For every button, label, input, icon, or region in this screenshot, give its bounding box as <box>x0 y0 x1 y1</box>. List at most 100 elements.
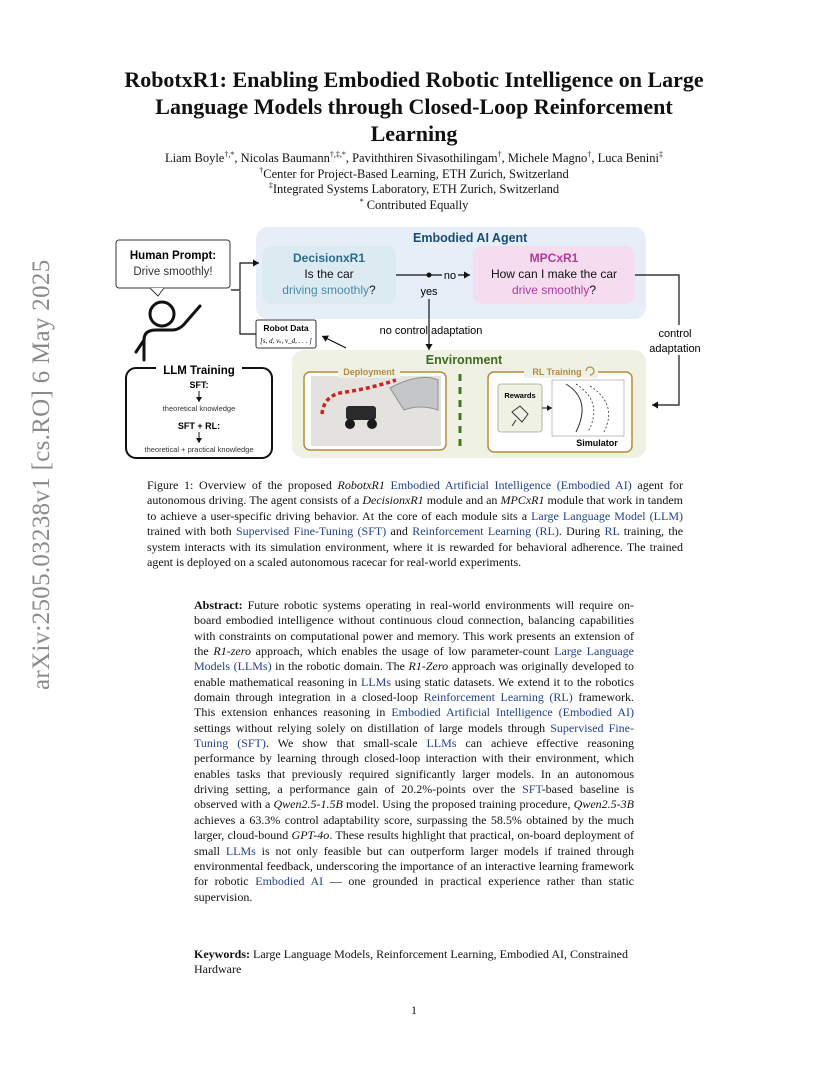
page-number: 1 <box>411 1003 417 1017</box>
acronym-link-sft[interactable]: SFT <box>522 782 542 797</box>
control-label-2: adaptation <box>649 343 700 355</box>
caption-decisionxr1: DecisionxR1 <box>362 493 424 508</box>
keywords-text: Large Language Models, Reinforcement Lea… <box>194 947 628 977</box>
acronym-link-sft[interactable]: Supervised Fine-Tuning (SFT) <box>194 720 634 751</box>
title-line-2: Language Models through Closed-Loop Rein… <box>155 94 673 119</box>
person-icon <box>134 300 202 362</box>
sft-label: SFT: <box>190 380 209 390</box>
caption-text: module that work in tandem to achieve a … <box>147 493 683 523</box>
abstract-text: model. Using the proposed training proce… <box>342 797 574 812</box>
robot-data-arrow-up <box>239 291 256 335</box>
no-control-label: no control adaptation <box>380 325 483 337</box>
caption-text: . During <box>558 524 605 539</box>
caption-text: training, the system interacts with its … <box>147 524 684 570</box>
abstract-text: approach, which enables the usage of low… <box>250 644 555 659</box>
affiliation-text: Integrated Systems Laboratory, ETH Zuric… <box>272 182 560 196</box>
caption-robotxr1: RobotxR1 <box>337 478 385 492</box>
abstract-italic: Qwen2.5-3B <box>573 797 634 812</box>
deployment-label: Deployment <box>343 367 395 377</box>
robot-data-arrow-in <box>321 335 347 349</box>
mpc-line-1: How can I make the car <box>491 267 617 281</box>
author-list: Liam Boyle†,*, Nicolas Baumann†,‡,*, Pav… <box>164 149 664 165</box>
simulator-view <box>551 379 625 437</box>
abstract-text: . We show that small-scale <box>265 736 427 751</box>
figure-1-diagram: Embodied AI Agent DecisionxR1 Is the car… <box>115 227 710 459</box>
acronym-link-rl[interactable]: RL <box>604 524 620 539</box>
acronym-link-llms[interactable]: Large Language Models (LLMs) <box>194 644 634 674</box>
abstract-text: Future robotic systems operating in real… <box>194 598 634 659</box>
author-name: Paviththiren Sivasothilingam <box>352 151 498 165</box>
branch-dot <box>426 272 432 278</box>
acronym-link-llms[interactable]: LLMs <box>361 674 391 689</box>
reward-hand-icon <box>511 405 529 427</box>
caption-text: trained with both <box>147 524 236 539</box>
affiliation-1: †Center for Project-Based Learning, ETH … <box>60 166 768 183</box>
abstract: Abstract: Future robotic systems operati… <box>194 598 634 905</box>
track-line <box>575 383 595 433</box>
track-line <box>589 385 609 433</box>
keywords-label: Keywords: <box>194 947 250 961</box>
acronym-link-sft[interactable]: Supervised Fine-Tuning (SFT) <box>235 524 387 539</box>
mpc-module <box>473 246 635 304</box>
acronym-link-embodied-ai[interactable]: Embodied Artificial Intelligence (Embodi… <box>391 705 634 720</box>
decision-line-1: Is the car <box>304 267 353 281</box>
speech-tail <box>149 287 165 297</box>
decision-line-2: driving smoothly? <box>282 283 376 297</box>
author-mark: † <box>497 149 502 159</box>
prompt-arrow <box>231 259 259 291</box>
author-mark: †,‡,* <box>329 149 346 159</box>
simulator-label: Simulator <box>576 438 618 448</box>
mpc-smoothly: smoothly <box>541 283 589 297</box>
author-name: Michele Magno <box>507 151 588 165</box>
human-prompt-text: Drive smoothly! <box>133 266 212 278</box>
control-label-1: control <box>658 328 691 340</box>
acronym-link-embodied-ai[interactable]: Embodied Artificial Intelligence (Embodi… <box>390 478 632 492</box>
author-name: Liam Boyle <box>164 151 225 165</box>
note-mark: * <box>359 196 364 206</box>
abstract-italic: GPT-4o <box>291 828 330 843</box>
caption-text: module and an <box>423 493 501 508</box>
author-block: Liam Boyle†,*, Nicolas Baumann†,‡,*, Pav… <box>60 149 768 214</box>
caption-text: Figure 1: Overview of the proposed <box>147 478 338 492</box>
abstract-label: Abstract: <box>194 598 243 612</box>
racecar-body <box>346 406 376 420</box>
abstract-text: -based baseline is observed with a <box>194 782 634 812</box>
acronym-link-rl[interactable]: Reinforcement Learning (RL) <box>423 690 573 705</box>
decision-word: driving <box>282 283 321 297</box>
author-mark: †,* <box>224 149 235 159</box>
abstract-text: . These results highlight that practical… <box>194 828 635 858</box>
theoretical-label: theoretical knowledge <box>163 404 236 413</box>
abstract-text: is not only feasible but can outperform … <box>194 843 635 889</box>
caption-text: and <box>386 524 413 539</box>
acronym-link-llm[interactable]: Large Language Model (LLM) <box>531 508 683 523</box>
author-mark: ‡ <box>659 149 664 159</box>
acronym-link-rl[interactable]: Reinforcement Learning (RL) <box>412 524 559 539</box>
author-name: Nicolas Baumann <box>240 151 330 165</box>
environment-title: Environment <box>426 353 503 367</box>
acronym-link-llms[interactable]: LLMs <box>426 736 457 751</box>
robot-data-vector: [s, d, vₛ, v_d, . . . ] <box>260 337 312 345</box>
title-line-3: Learning <box>370 121 458 146</box>
abstract-text: — one grounded in practical experience r… <box>194 874 634 904</box>
llm-training-title-bg <box>156 362 242 376</box>
rewards-label: Rewards <box>504 391 535 400</box>
decision-smoothly: smoothly <box>321 283 369 297</box>
rl-training-label-bg <box>524 365 598 378</box>
theoretical-practical-label: theoretical + practical knowledge <box>144 445 253 454</box>
agent-title: Embodied AI Agent <box>413 231 528 245</box>
abstract-text: approach was originally developed to ena… <box>194 659 634 689</box>
deployment-red-path <box>320 378 397 415</box>
abstract-text: settings without relying solely on disti… <box>194 720 551 735</box>
acronym-link-embodied-ai[interactable]: Embodied AI <box>255 874 324 889</box>
affiliation-text: Center for Project-Based Learning, ETH Z… <box>263 166 569 181</box>
human-prompt-title: Human Prompt: <box>130 250 216 262</box>
racecar-wheel <box>345 419 355 429</box>
paper-title: RobotxR1: Enabling Embodied Robotic Inte… <box>90 66 738 147</box>
abstract-text: can achieve effective reasoning performa… <box>194 736 634 797</box>
equal-contribution-note: * Contributed Equally <box>60 196 768 214</box>
keywords: Keywords: Large Language Models, Reinfor… <box>194 947 634 978</box>
title-line-1: RobotxR1: Enabling Embodied Robotic Inte… <box>124 67 704 92</box>
abstract-text: in the robotic domain. The <box>271 659 409 674</box>
acronym-link-llms[interactable]: LLMs <box>225 843 256 858</box>
abstract-text: framework. This extension enhances reaso… <box>194 690 634 720</box>
